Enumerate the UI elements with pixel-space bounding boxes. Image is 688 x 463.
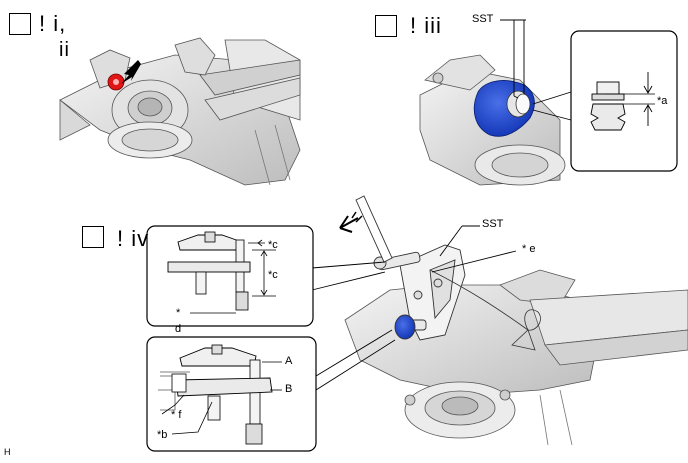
callout-c-upper: *c [268, 239, 278, 251]
step-checkbox-3[interactable] [82, 226, 104, 248]
detail-inset-puller-bottom [146, 336, 317, 452]
panel1-knuckle-illustration [59, 37, 301, 186]
panel3-knuckle-illustration [344, 269, 688, 446]
arrow-pointer-icon [121, 60, 141, 84]
callout-B: B [285, 383, 293, 395]
callout-a: *a [657, 95, 668, 107]
step-label-1b: ii [59, 39, 70, 61]
detail-inset-ball-joint [532, 30, 678, 172]
callout-A: A [285, 355, 293, 367]
sst-blue-tool [473, 80, 535, 137]
sst-puller-tool [373, 244, 466, 341]
callout-d-star: * [176, 307, 181, 319]
panel3-leader-lines [311, 225, 517, 391]
sst-label-main: SST [482, 218, 504, 230]
step-checkbox-2[interactable] [375, 15, 397, 37]
callout-f: * f [171, 409, 182, 421]
callout-e: * e [522, 243, 536, 255]
step-label-1: ! i, [39, 11, 67, 36]
step-label-3: ! iv [117, 226, 150, 251]
sst-leader-lines [500, 19, 526, 99]
footer-code: H [4, 447, 11, 457]
marker-red-nut [107, 73, 125, 91]
rotation-arrow-icon [339, 211, 363, 233]
callout-d: d [175, 323, 182, 335]
detail-inset-puller-top [146, 225, 314, 327]
step-label-2: ! iii [410, 13, 442, 38]
callout-b: *b [157, 429, 168, 441]
wrench-handle [355, 195, 393, 263]
callout-c-lower: *c [268, 269, 278, 281]
step-checkbox-1[interactable] [9, 13, 31, 35]
sst-label-top: SST [472, 13, 494, 25]
cord-wire [429, 269, 541, 351]
